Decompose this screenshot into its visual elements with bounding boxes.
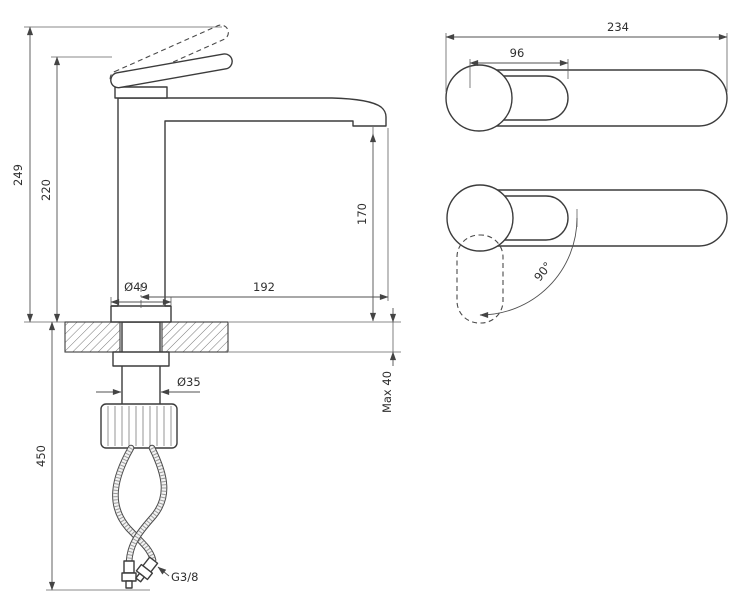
hose-right-core	[126, 445, 167, 565]
side-view-dimensions	[24, 26, 401, 591]
label-spout-height: 170	[355, 203, 369, 225]
body-top-view	[445, 64, 513, 132]
counter-right-section	[161, 321, 229, 353]
leader-line-thread	[157, 566, 170, 577]
mounting-nut	[100, 403, 178, 449]
rotation-arc-90	[479, 217, 578, 319]
top-view-handle-rotated	[446, 184, 728, 324]
top-view-handle-forward	[445, 33, 728, 132]
label-shank-diameter: Ø35	[177, 375, 201, 389]
handle-lever	[110, 53, 233, 89]
hose-fitting-right	[135, 556, 159, 583]
handle-rotated-position	[456, 234, 504, 324]
supply-hoses	[112, 444, 168, 589]
label-spout-reach: 192	[253, 280, 275, 294]
hose-left-braid	[113, 446, 156, 561]
top-view-dimensions	[445, 33, 728, 92]
label-height-to-handle: 220	[39, 179, 53, 201]
counter-left-section	[64, 321, 121, 353]
label-total-height: 249	[11, 164, 25, 186]
body-and-spout-outline	[110, 97, 387, 323]
label-handle-swivel-angle: 90°	[531, 259, 555, 284]
cartridge-collar	[114, 86, 168, 99]
label-overall-length: 234	[607, 20, 629, 34]
hose-fitting-left	[121, 560, 137, 589]
rubber-washer	[112, 351, 170, 367]
counter-cross-section	[64, 321, 229, 353]
body-top-view-2	[446, 184, 514, 252]
label-base-diameter: Ø49	[124, 280, 148, 294]
side-view	[24, 24, 401, 591]
label-max-mounting-thickness: Max 40	[380, 371, 394, 413]
label-connection-thread: G3/8	[171, 570, 198, 584]
label-handle-length: 96	[510, 46, 525, 60]
faucet-body	[109, 24, 387, 323]
label-hose-length: 450	[34, 445, 48, 467]
mounting-nut-ribs	[107, 406, 172, 446]
